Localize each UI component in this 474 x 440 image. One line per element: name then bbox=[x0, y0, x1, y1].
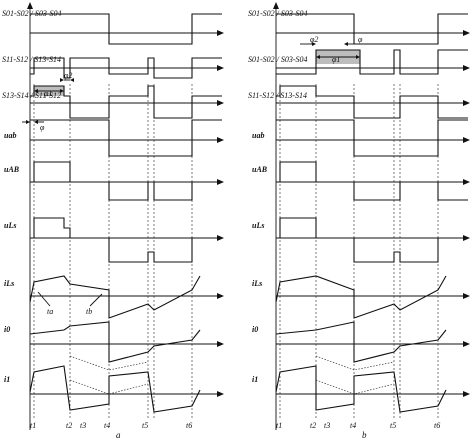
panel-b-label-uab: uab bbox=[252, 131, 264, 140]
panel-a-wave-i0 bbox=[29, 321, 201, 363]
panel-a-label-s11: S11-S12 / S13-S14 bbox=[2, 55, 61, 64]
panel-b-t3: t3 bbox=[324, 421, 330, 430]
panel-a-label-iLs: iLs bbox=[4, 279, 14, 288]
panel-a-phase-arrows bbox=[22, 78, 74, 124]
panel-b-wave-i1 bbox=[275, 365, 447, 413]
panel-a-label-s13: S13-S14 / S11-S12 bbox=[2, 91, 61, 100]
panel-a-tb-label: tb bbox=[86, 307, 92, 316]
panel-a-label-i1: i1 bbox=[4, 375, 10, 384]
panel-a-t6: t6 bbox=[186, 421, 192, 430]
panel-b-t4: t4 bbox=[350, 421, 356, 430]
panel-a-wave-s11 bbox=[30, 57, 222, 79]
panel-b-label-s01: S01-S02 / S03-S04 bbox=[248, 9, 308, 18]
panel-a-wave-uab bbox=[30, 119, 222, 157]
panel-b-label-i1: i1 bbox=[252, 375, 258, 384]
panel-a: φ1 φ2 φ ta tb S01-S02 / S03-S04 S11-S12 … bbox=[2, 2, 224, 440]
panel-a-horizontal-axes bbox=[30, 30, 224, 397]
panel-a-label-uAB: uAB bbox=[4, 165, 20, 174]
panel-a-label-uLs: uLs bbox=[4, 221, 16, 230]
panel-a-ta-pointer bbox=[37, 291, 51, 307]
panel-b-wave-i1-dotted bbox=[315, 379, 395, 395]
panel-a-phi-label: φ bbox=[40, 123, 45, 132]
panel-a-t3: t3 bbox=[80, 421, 86, 430]
panel-b-label-i0: i0 bbox=[252, 325, 258, 334]
panel-b-wave-uAB bbox=[276, 161, 468, 201]
panel-b-label-iLs: iLs bbox=[252, 279, 262, 288]
panel-b-phase-arrows bbox=[300, 42, 360, 59]
panel-b-wave-i0 bbox=[275, 321, 447, 363]
panel-b-wave-s01 bbox=[276, 13, 468, 45]
panel-b: φ1 φ2 φ S01-S02 / S03-S04 S01-S02 / S03-… bbox=[248, 2, 470, 440]
panel-a-ta-label: ta bbox=[47, 307, 53, 316]
panel-b-t1: t1 bbox=[276, 421, 282, 430]
panel-b-t6: t6 bbox=[434, 421, 440, 430]
panel-b-wave-uab bbox=[276, 119, 468, 157]
panel-b-label-s01b: S01-S02 / S03-S04 bbox=[248, 55, 308, 64]
panel-a-t4: t4 bbox=[104, 421, 110, 430]
panel-b-caption: b bbox=[362, 430, 367, 440]
panel-a-phi1-label: φ1 bbox=[44, 89, 52, 98]
panel-b-t2: t2 bbox=[310, 421, 316, 430]
panel-b-wave-iLs bbox=[275, 275, 447, 319]
panel-b-label-s11: S11-S12 / S13-S14 bbox=[248, 91, 307, 100]
panel-a-axis-arrow-icon bbox=[27, 2, 33, 9]
panel-a-wave-i1 bbox=[29, 365, 201, 413]
panel-b-phi1-label: φ1 bbox=[332, 55, 340, 64]
panel-b-t5: t5 bbox=[390, 421, 396, 430]
panel-a-time-markers bbox=[33, 84, 193, 418]
panel-a-wave-iLs bbox=[29, 275, 201, 319]
panel-b-horizontal-axes bbox=[276, 30, 470, 397]
panel-a-phi2-label: φ2 bbox=[64, 71, 72, 80]
panel-a-tb-pointer bbox=[89, 293, 103, 307]
panel-a-label-i0: i0 bbox=[4, 325, 10, 334]
panel-b-axis-arrow-icon bbox=[273, 2, 279, 9]
panel-a-wave-uAB bbox=[30, 161, 222, 201]
panel-a-label-s01: S01-S02 / S03-S04 bbox=[2, 9, 62, 18]
panel-a-wave-uLs bbox=[30, 217, 222, 263]
panel-a-caption: a bbox=[116, 430, 121, 440]
panel-a-wave-s13 bbox=[30, 85, 222, 119]
panel-b-wave-uLs bbox=[276, 217, 468, 263]
panel-a-wave-s01 bbox=[30, 13, 222, 45]
panel-b-label-uAB: uAB bbox=[252, 165, 268, 174]
panel-b-wave-s11 bbox=[276, 85, 468, 119]
panel-a-t2: t2 bbox=[66, 421, 72, 430]
panel-a-t1: t1 bbox=[30, 421, 36, 430]
panel-b-label-uLs: uLs bbox=[252, 221, 264, 230]
panel-a-label-uab: uab bbox=[4, 131, 16, 140]
panel-a-t5: t5 bbox=[142, 421, 148, 430]
panel-b-wave-s01b bbox=[276, 49, 468, 75]
panel-b-phi-label: φ bbox=[358, 35, 363, 44]
panel-b-wave-i0-dotted bbox=[315, 355, 395, 371]
panel-b-phi2-label: φ2 bbox=[310, 35, 318, 44]
